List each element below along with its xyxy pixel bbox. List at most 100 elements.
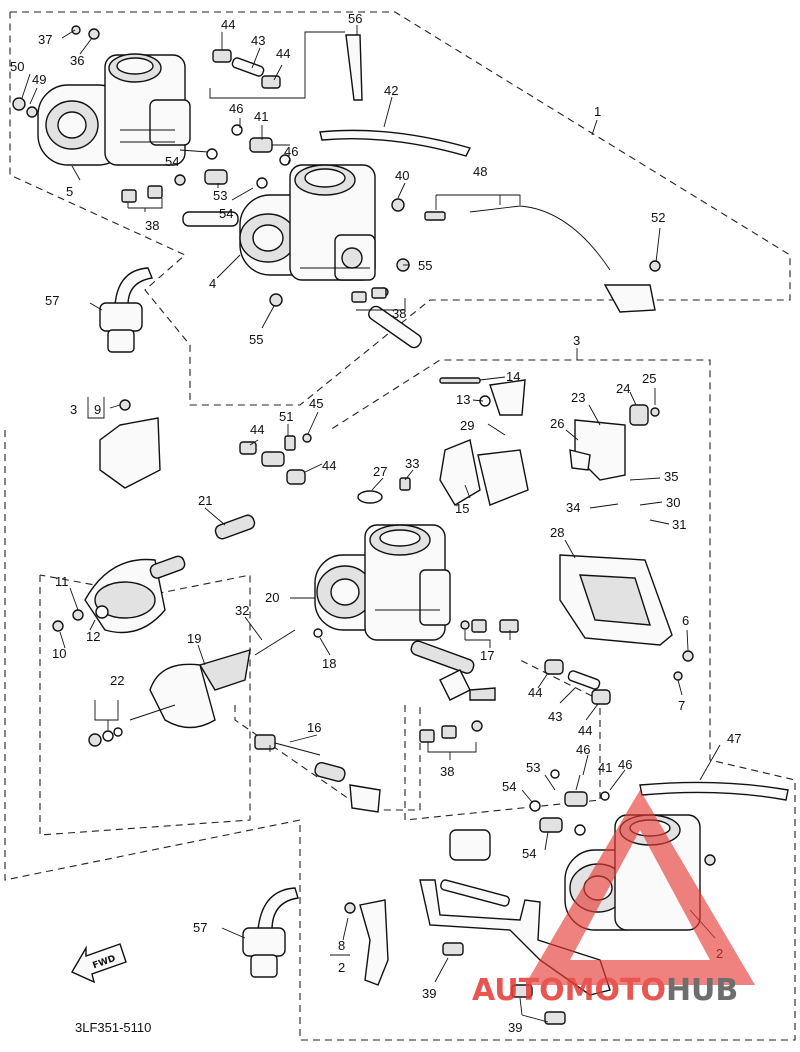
callout-3: 3 xyxy=(573,333,580,348)
callout-3: 3 xyxy=(70,402,77,417)
callout-44: 44 xyxy=(528,685,542,700)
callout-46: 46 xyxy=(576,742,590,757)
callout-40: 40 xyxy=(395,168,409,183)
assembly-3-outline xyxy=(4,359,796,1041)
callout-54: 54 xyxy=(522,846,536,861)
callout-29: 29 xyxy=(460,418,474,433)
callout-57: 57 xyxy=(45,293,59,308)
carburetor-5 xyxy=(37,53,191,166)
callout-15: 15 xyxy=(455,501,469,516)
callout-53: 53 xyxy=(213,188,227,203)
callout-54: 54 xyxy=(165,154,179,169)
assembly-1-outline xyxy=(9,11,791,406)
callout-26: 26 xyxy=(550,416,564,431)
callout-4: 4 xyxy=(209,276,216,291)
callout-51: 51 xyxy=(279,409,293,424)
callout-labels: 1 2 2 3 3 4 5 6 7 8 9 10 11 12 13 14 15 … xyxy=(10,11,741,1035)
callout-7: 7 xyxy=(678,698,685,713)
callout-55: 55 xyxy=(418,258,432,273)
callout-2: 2 xyxy=(338,960,345,975)
callout-44: 44 xyxy=(578,723,592,738)
callout-38: 38 xyxy=(145,218,159,233)
callout-30: 30 xyxy=(666,495,680,510)
callout-42: 42 xyxy=(384,83,398,98)
callout-22: 22 xyxy=(110,673,124,688)
watermark-triangle-logo xyxy=(525,790,755,985)
callout-10: 10 xyxy=(52,646,66,661)
callout-31: 31 xyxy=(672,517,686,532)
watermark-auto: AUTO xyxy=(472,973,565,1008)
callout-28: 28 xyxy=(550,525,564,540)
callout-47: 47 xyxy=(727,731,741,746)
plate-23 xyxy=(574,419,626,481)
callout-13: 13 xyxy=(456,392,470,407)
callout-11: 11 xyxy=(55,574,69,589)
callout-54: 54 xyxy=(502,779,516,794)
svg-text:AUTOMOTOHUB: AUTOMOTOHUB xyxy=(472,973,738,1008)
callout-49: 49 xyxy=(32,72,46,87)
callout-43: 43 xyxy=(548,709,562,724)
callout-44: 44 xyxy=(250,422,264,437)
callout-32: 32 xyxy=(235,603,249,618)
callout-17: 17 xyxy=(480,648,494,663)
diaphragm-19 xyxy=(129,649,251,729)
callout-39: 39 xyxy=(508,1020,522,1035)
callout-43: 43 xyxy=(251,33,265,48)
sensor-26 xyxy=(569,449,591,471)
callout-39: 39 xyxy=(422,986,436,1001)
callout-14: 14 xyxy=(506,369,520,384)
float-chamber-28 xyxy=(559,554,673,646)
callout-1: 1 xyxy=(594,104,601,119)
callout-44: 44 xyxy=(221,17,235,32)
carburetor-4 xyxy=(239,164,376,281)
callout-16: 16 xyxy=(307,720,321,735)
callout-34: 34 xyxy=(566,500,580,515)
hose-47 xyxy=(639,781,789,801)
float-15 xyxy=(439,439,529,506)
callout-56: 56 xyxy=(348,11,362,26)
callout-44: 44 xyxy=(276,46,290,61)
callout-33: 33 xyxy=(405,456,419,471)
breather-57-upper xyxy=(99,267,153,353)
callout-27: 27 xyxy=(373,464,387,479)
callout-44: 44 xyxy=(322,458,336,473)
clip-39 xyxy=(442,942,464,956)
part-code: 3LF351-5110 xyxy=(75,1020,151,1035)
callout-23: 23 xyxy=(571,390,585,405)
callout-46: 46 xyxy=(229,101,243,116)
callout-5: 5 xyxy=(66,184,73,199)
spring-21 xyxy=(149,514,256,579)
callout-6: 6 xyxy=(682,613,689,628)
callout-37: 37 xyxy=(38,32,52,47)
callout-57: 57 xyxy=(193,920,207,935)
bracket-8 xyxy=(359,899,389,986)
callout-41: 41 xyxy=(254,109,268,124)
hose-42 xyxy=(319,129,472,157)
lower-fittings xyxy=(440,769,610,907)
callout-9: 9 xyxy=(94,402,101,417)
breather-57-lower xyxy=(242,887,299,978)
middle-fittings xyxy=(52,433,694,813)
callout-20: 20 xyxy=(265,590,279,605)
callout-24: 24 xyxy=(616,381,630,396)
piston-group-outline xyxy=(39,574,251,836)
callout-50: 50 xyxy=(10,59,24,74)
callout-19: 19 xyxy=(187,631,201,646)
callout-45: 45 xyxy=(309,396,323,411)
callout-35: 35 xyxy=(664,469,678,484)
callout-25: 25 xyxy=(642,371,656,386)
callout-53: 53 xyxy=(526,760,540,775)
callout-12: 12 xyxy=(86,629,100,644)
watermark-moto: MOTO xyxy=(565,973,666,1008)
callout-36: 36 xyxy=(70,53,84,68)
callout-46: 46 xyxy=(618,757,632,772)
callout-46: 46 xyxy=(284,144,298,159)
callout-54: 54 xyxy=(219,206,233,221)
upper-fittings xyxy=(12,25,446,349)
jet-group-outline xyxy=(234,705,421,811)
top-cover-bracket-9 xyxy=(99,399,161,489)
callout-55: 55 xyxy=(249,332,263,347)
pipe-56 xyxy=(345,34,363,101)
callout-8: 8 xyxy=(338,938,345,953)
